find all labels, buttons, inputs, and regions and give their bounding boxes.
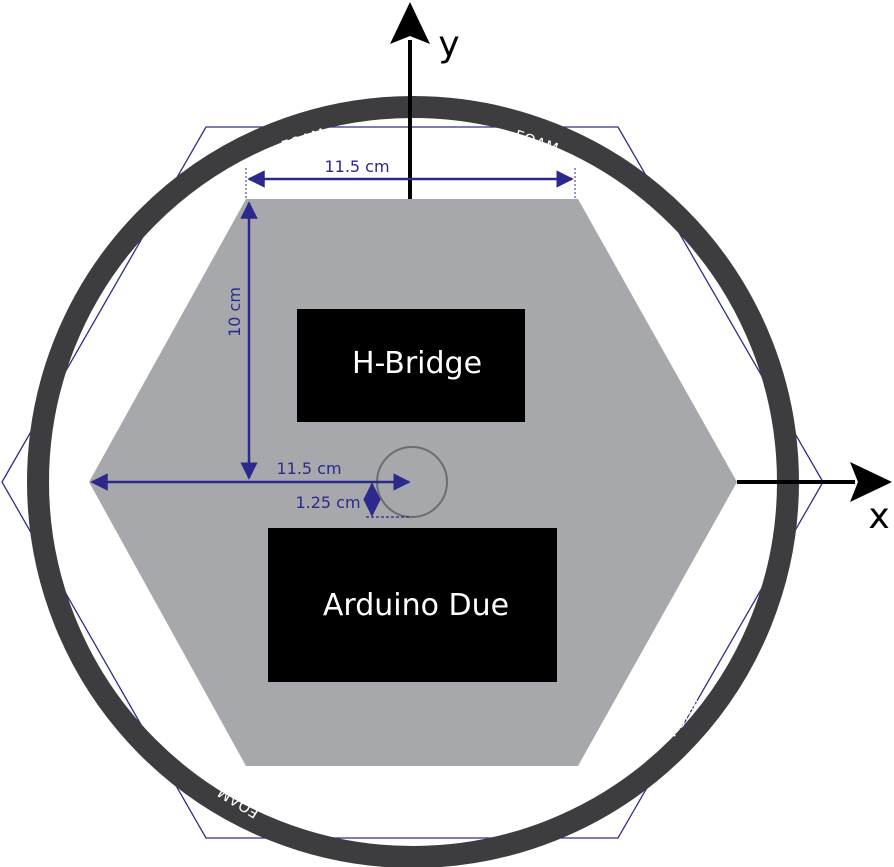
dim-offset-label: 1.25 cm xyxy=(295,493,360,512)
y-axis-label: y xyxy=(438,24,459,65)
y-axis-arrowhead xyxy=(390,2,430,44)
arduino-due-board xyxy=(268,528,557,682)
arduino-due-label: Arduino Due xyxy=(323,588,509,623)
dim-center-width-label: 11.5 cm xyxy=(276,459,341,478)
dim-side-height-label: 10 cm xyxy=(225,287,244,337)
x-axis-arrowhead xyxy=(850,462,892,502)
x-axis-label: x xyxy=(868,496,889,537)
dim-top-width-label: 11.5 cm xyxy=(324,157,389,176)
h-bridge-label: H-Bridge xyxy=(352,346,482,381)
h-bridge-board xyxy=(297,309,525,422)
